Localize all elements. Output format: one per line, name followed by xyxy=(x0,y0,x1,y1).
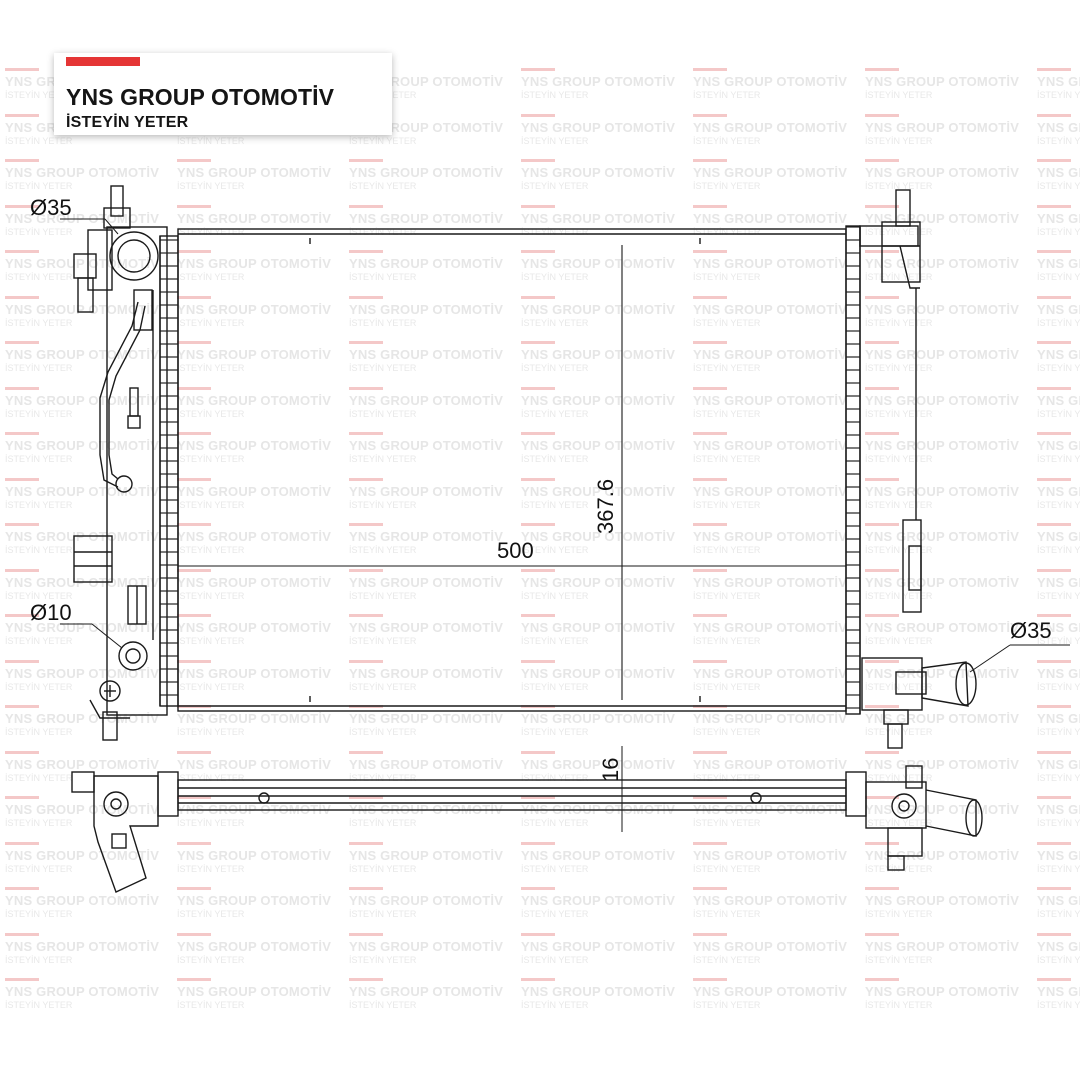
brand-logo: YNS GROUP OTOMOTİV İSTEYİN YETER xyxy=(54,53,392,135)
dimension-lines xyxy=(60,218,1070,832)
outlet-pipe xyxy=(921,661,969,707)
radiator-bottom-view xyxy=(71,765,983,893)
inlet-pipe xyxy=(109,231,159,281)
height-dimension-label: 367.6 xyxy=(593,479,618,534)
right-tank xyxy=(845,189,977,749)
radiator-core xyxy=(177,228,847,712)
thickness-dimension-label: 16 xyxy=(598,758,623,782)
width-dimension-label: 500 xyxy=(497,538,534,563)
drain-port xyxy=(118,641,148,671)
small-port-diameter-label: Ø10 xyxy=(30,600,72,625)
left-tank xyxy=(73,185,179,741)
brand-name: YNS GROUP OTOMOTİV xyxy=(66,84,335,110)
outlet-diameter-label: Ø35 xyxy=(1010,618,1052,643)
brand-tagline: İSTEYİN YETER xyxy=(66,114,189,131)
inlet-diameter-label: Ø35 xyxy=(30,195,72,220)
brand-accent-stripe xyxy=(66,57,140,66)
radiator-front-view xyxy=(73,185,977,749)
